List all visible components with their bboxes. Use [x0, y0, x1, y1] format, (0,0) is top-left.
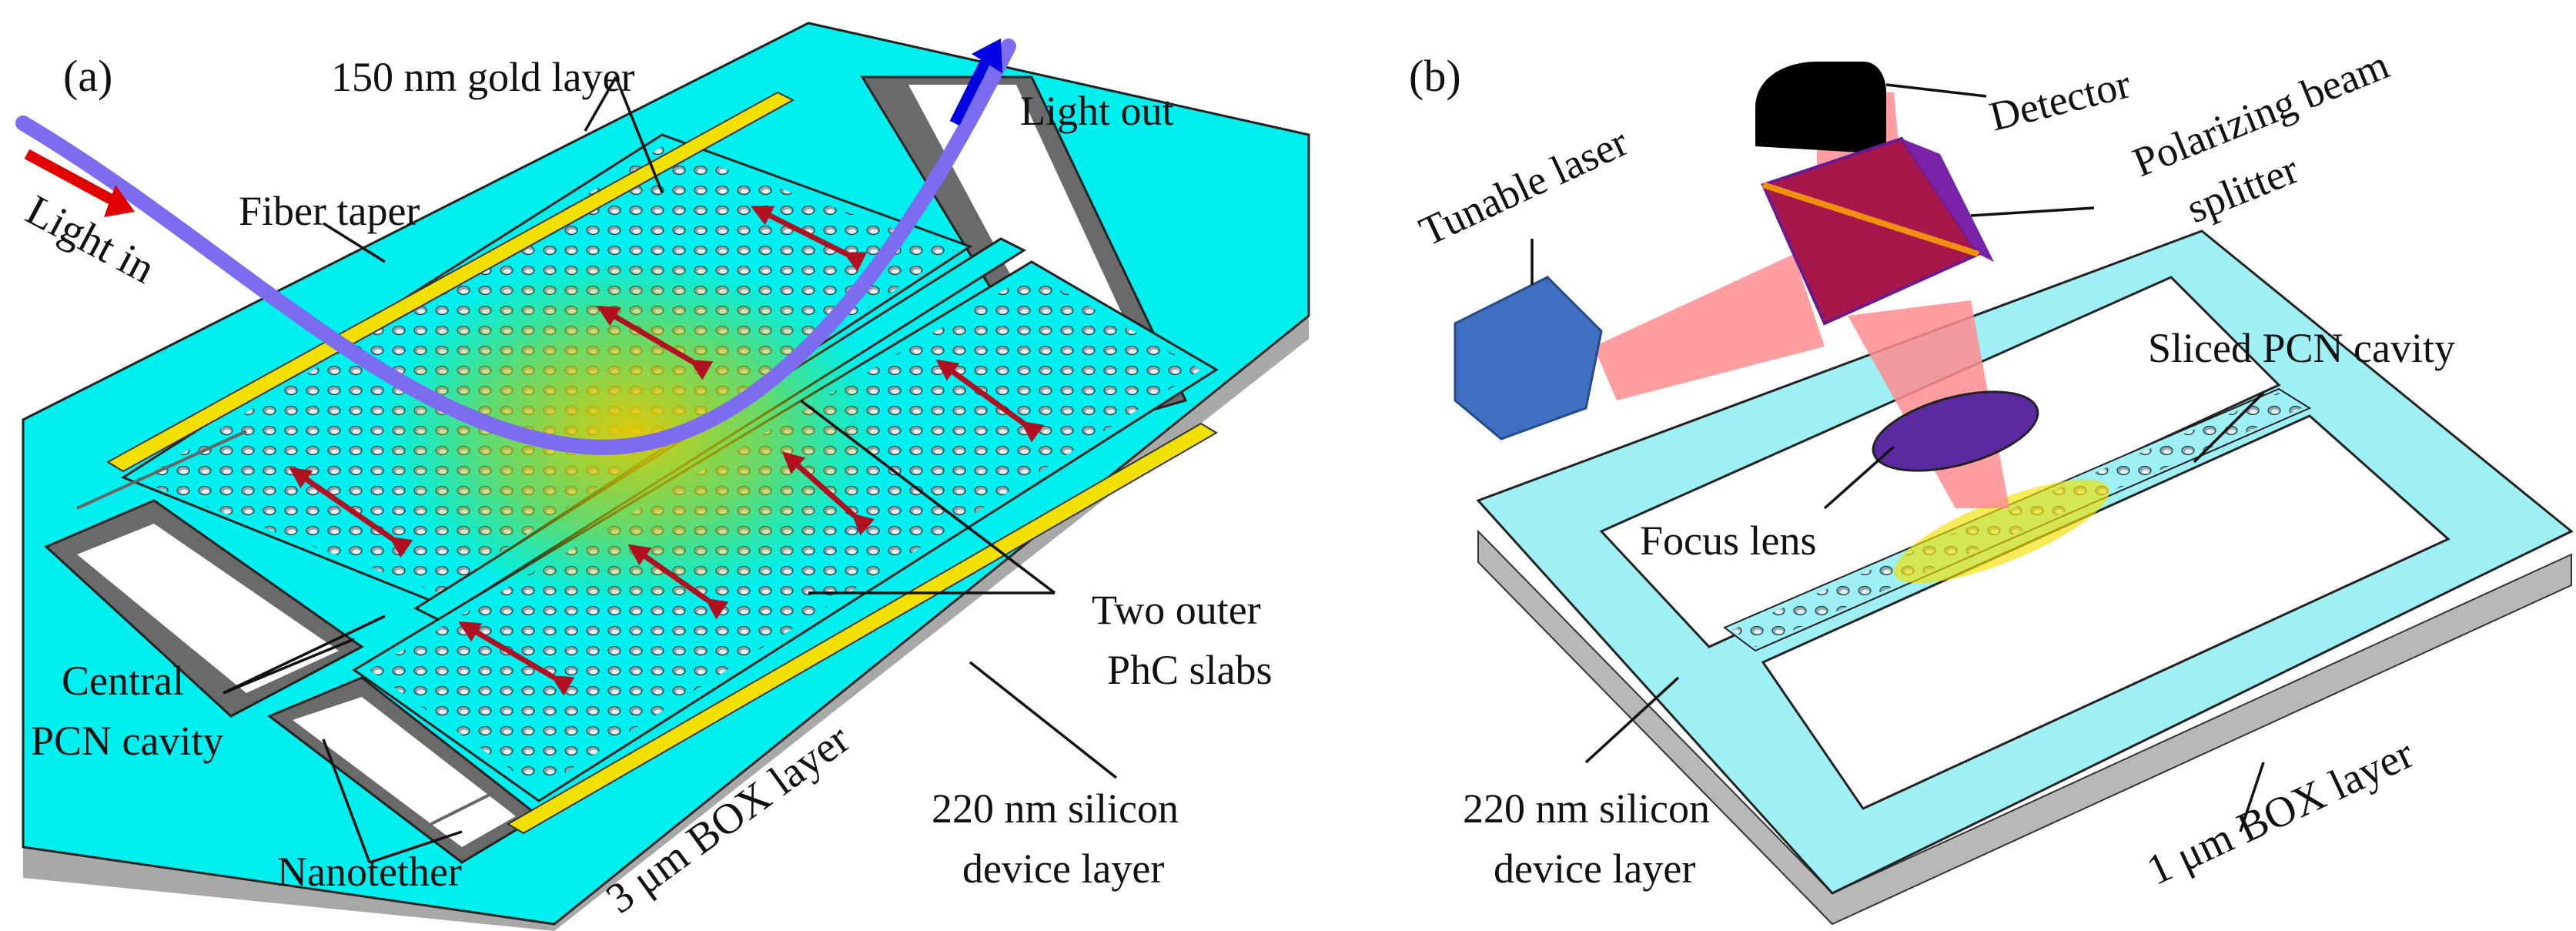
leader-lens: [1823, 445, 1895, 510]
etch-window-left-inner: [77, 524, 339, 693]
detector: [1755, 62, 1886, 154]
label-sliced-cavity: Sliced PCN cavity: [2148, 325, 2455, 371]
label-fiber-taper: Fiber taper: [239, 188, 420, 234]
label-silicon-a-2: device layer: [962, 846, 1164, 892]
field-arrow: [627, 544, 729, 620]
splitter-side: [1902, 139, 1994, 262]
fiber-taper: [15, 39, 1016, 455]
leader-detector: [1885, 83, 1987, 98]
nanotether-line: [76, 430, 247, 510]
leader-fiber: [323, 222, 386, 263]
gold-strip-bottom: [507, 422, 1218, 835]
label-silicon-a-1: 220 nm silicon: [932, 785, 1179, 832]
leader-box-b: [2239, 762, 2265, 832]
light-out-arrow: [949, 59, 991, 126]
leader-gold: [584, 76, 664, 193]
box-side-front: [23, 308, 1309, 931]
label-detector: Detector: [1985, 60, 2135, 139]
splitter-diagonal: [1761, 182, 1980, 257]
leader-nanotether: [322, 738, 463, 864]
label-pcn-cavity: PCN cavity: [31, 718, 224, 764]
cavity-mode-glow: [377, 254, 885, 608]
panel-a-tag: (a): [63, 51, 112, 101]
label-central: Central: [62, 658, 184, 704]
leader-silicon: [969, 661, 1118, 779]
field-arrow: [935, 359, 1045, 443]
label-tunable-laser: Tunable laser: [1413, 119, 1635, 255]
window-lower: [1761, 414, 2451, 810]
nanotether-line: [430, 792, 493, 826]
leader-central: [222, 615, 386, 695]
field-arrow: [289, 467, 413, 558]
sliced-cavity-glow: [1894, 479, 2109, 584]
leader-sliced: [2193, 391, 2265, 464]
label-phc-slabs: PhC slabs: [1107, 647, 1273, 693]
label-silicon-b-1: 220 nm silicon: [1463, 785, 1710, 832]
label-focus-lens: Focus lens: [1640, 517, 1817, 564]
beam-horizontal: [1594, 254, 1825, 400]
label-nanotether: Nanotether: [277, 849, 462, 895]
field-arrow: [458, 621, 575, 696]
gold-strip-top: [105, 91, 795, 473]
light-in-arrow: [24, 149, 119, 207]
field-arrow: [781, 451, 875, 536]
light-in-arrowhead: [104, 185, 135, 217]
panel-a: (a) 150 nm gold layer Light out Light in…: [15, 22, 1310, 931]
label-light-out: Light out: [1020, 88, 1174, 134]
leader-pbs: [1970, 206, 2095, 217]
focus-lens: [1872, 390, 2039, 472]
label-gold-layer: 150 nm gold layer: [331, 54, 634, 100]
leader-silicon-b: [1584, 676, 1680, 764]
label-two-outer: Two outer: [1092, 587, 1261, 633]
field-arrow: [597, 305, 714, 380]
panel-b-tag: (b): [1409, 51, 1461, 101]
label-silicon-b-2: device layer: [1494, 846, 1695, 892]
light-out-arrowhead: [972, 39, 1002, 73]
field-arrow: [750, 205, 868, 272]
leader-two-outer: [799, 399, 1056, 594]
panel-b: (b) Detector Polarizing beam splitter Tu…: [1409, 41, 2574, 926]
tunable-laser-box: [1454, 276, 1603, 440]
